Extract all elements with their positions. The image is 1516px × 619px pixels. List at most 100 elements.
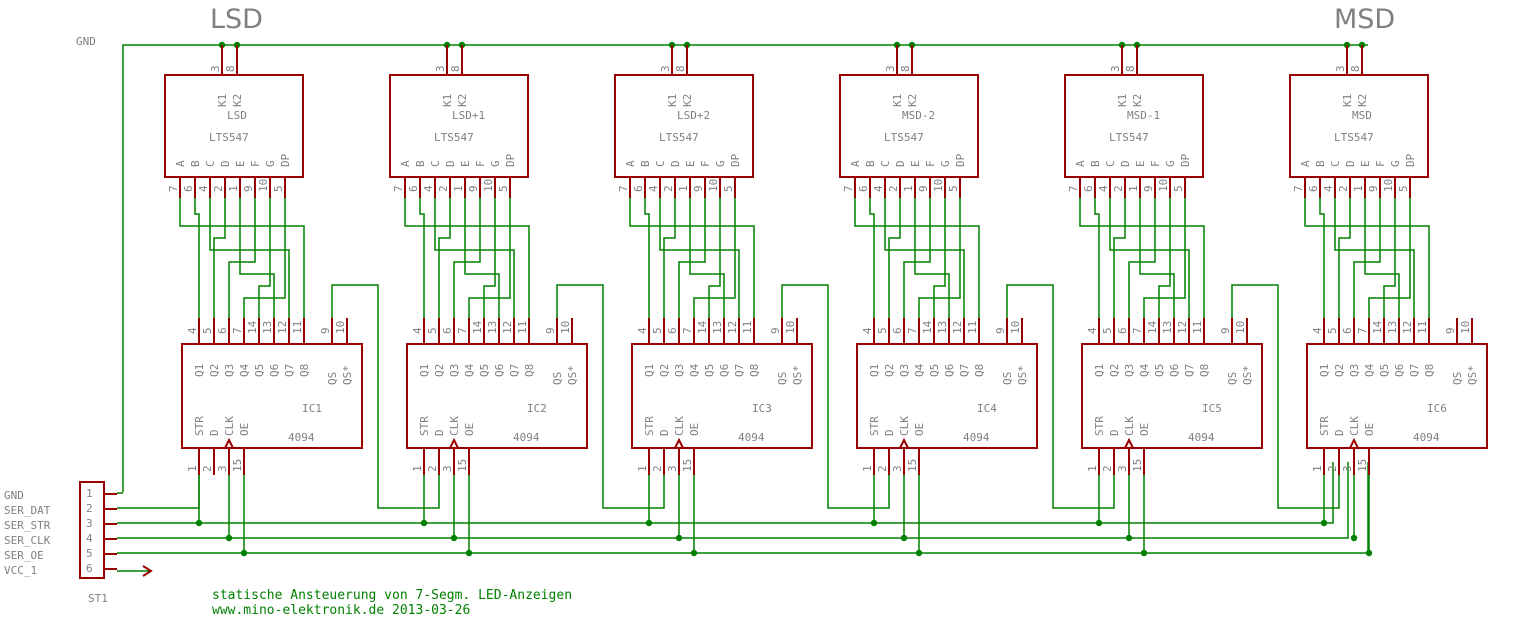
ic-input-pin-number: 15: [906, 459, 919, 472]
ic-input-label: OE: [913, 423, 926, 436]
ic-output-pin-number: 4: [636, 327, 649, 334]
display-seg-label: F: [924, 160, 937, 167]
ic-qs-pin-number: 9: [769, 327, 782, 334]
ic-clock-marker: [899, 437, 909, 449]
segment-wire: [629, 198, 755, 318]
segment-wire: [239, 198, 275, 318]
segment-wire: [179, 198, 305, 318]
ic-output-pin-number: 14: [1146, 320, 1159, 334]
display-seg-pin-number: 2: [662, 185, 675, 192]
segment-wire: [1128, 198, 1156, 318]
segment-wire: [453, 198, 481, 318]
ic-output-label: Q4: [688, 363, 701, 377]
ic-qs-pin-number: 10: [1234, 321, 1247, 334]
junction-dot: [690, 549, 698, 557]
ic-output-label: Q3: [673, 364, 686, 377]
connector-name: ST1: [88, 592, 108, 605]
display-seg-label: C: [1104, 160, 1117, 167]
display-top-pin-number: 8: [899, 65, 912, 72]
ic-qs-pin-number: 9: [1444, 327, 1457, 334]
ic-input-pin-number: 3: [216, 465, 229, 472]
segment-wire: [1143, 198, 1186, 318]
ser-clk-bus: [117, 462, 1349, 539]
display-seg-label: D: [444, 160, 457, 167]
ic-input-pin-number: 1: [1086, 465, 1099, 472]
display-name: LSD+1: [452, 109, 485, 122]
display-seg-label: F: [699, 160, 712, 167]
display-top-pin-label: K2: [906, 94, 919, 107]
display-part: LTS547: [1334, 131, 1374, 144]
ic-input-pin-number: 1: [861, 465, 874, 472]
ic-output-label: Q6: [268, 364, 281, 377]
ic-input-label: STR: [1093, 416, 1106, 436]
ic-input-pin-number: 1: [411, 465, 424, 472]
display-seg-pin-number: 9: [692, 185, 705, 192]
ic-output-pin-number: 4: [861, 327, 874, 334]
display-seg-label: A: [1299, 160, 1312, 167]
ic-body: [856, 343, 1038, 449]
display-top-pin-number: 8: [674, 65, 687, 72]
display-seg-pin-number: 6: [632, 185, 645, 192]
segment-wire: [1338, 198, 1351, 318]
ic-output-label: Q8: [1198, 364, 1211, 377]
display-seg-label: E: [234, 160, 247, 167]
display-seg-label: B: [189, 160, 202, 167]
ic-part: 4094: [288, 431, 315, 444]
ic-input-label: CLK: [898, 416, 911, 436]
display-seg-label: DP: [1404, 153, 1417, 167]
display-seg-pin-number: 1: [227, 185, 240, 192]
connector-pin-number: 2: [86, 502, 93, 515]
ic-input-pin-number: 1: [186, 465, 199, 472]
ic-output-pin-number: 13: [486, 321, 499, 334]
display-seg-pin-number: 5: [1397, 185, 1410, 192]
ic-name: IC1: [302, 402, 322, 415]
ic-output-label: Q8: [523, 364, 536, 377]
display-part: LTS547: [884, 131, 924, 144]
ic-output-pin-number: 14: [921, 320, 934, 334]
ic-output-label: Q4: [1138, 363, 1151, 377]
ic-clock-marker: [1124, 437, 1134, 449]
segment-wire: [708, 198, 721, 318]
ic-output-label: Q2: [658, 364, 671, 377]
ic-input-pin-number: 2: [1101, 465, 1114, 472]
display-seg-pin-number: 9: [242, 185, 255, 192]
ic-qs-label: QS*: [1016, 365, 1029, 385]
display-seg-label: D: [669, 160, 682, 167]
display-top-pin-number: 8: [224, 65, 237, 72]
ic-output-label: Q7: [508, 364, 521, 377]
serial-chain-wire: [1006, 284, 1115, 509]
segment-wire: [663, 198, 676, 318]
ic-output-label: Q1: [868, 364, 881, 377]
ic-output-label: Q2: [208, 364, 221, 377]
display-top-pin-label: K2: [1356, 94, 1369, 107]
display-seg-pin-number: 10: [257, 179, 270, 192]
ic-input-label: STR: [643, 416, 656, 436]
segment-wire: [933, 198, 946, 318]
display-seg-label: G: [264, 160, 277, 167]
display-top-pin-number: 3: [209, 65, 222, 72]
junction-dot: [240, 549, 248, 557]
display-block-4: 3K18K2MSD-2LTS547A7B6C4D2E1F9G10DP54Q15Q…: [839, 45, 1038, 475]
gnd-net-label: GND: [76, 35, 96, 48]
display-seg-label: G: [1389, 160, 1402, 167]
ic-input-pin-number: 3: [1116, 465, 1129, 472]
ic-output-pin-number: 14: [246, 320, 259, 334]
segment-wire: [243, 198, 286, 318]
segment-wire: [1319, 198, 1325, 318]
connector-pin-number: 5: [86, 547, 93, 560]
display-seg-pin-number: 2: [1112, 185, 1125, 192]
ic-output-pin-number: 13: [1161, 321, 1174, 334]
ic-output-label: Q1: [418, 364, 431, 377]
display-body: [839, 74, 979, 178]
ic-output-pin-number: 7: [681, 327, 694, 334]
segment-wire: [419, 198, 425, 318]
ic-output-label: Q3: [448, 364, 461, 377]
ic-output-pin-number: 11: [291, 321, 304, 334]
segment-wire: [1368, 198, 1411, 318]
ic-output-pin-number: 7: [1131, 327, 1144, 334]
junction-dot: [915, 549, 923, 557]
segment-wire: [1158, 198, 1171, 318]
segment-wire: [914, 198, 950, 318]
display-seg-pin-number: 7: [1292, 185, 1305, 192]
wires: [117, 41, 1430, 572]
